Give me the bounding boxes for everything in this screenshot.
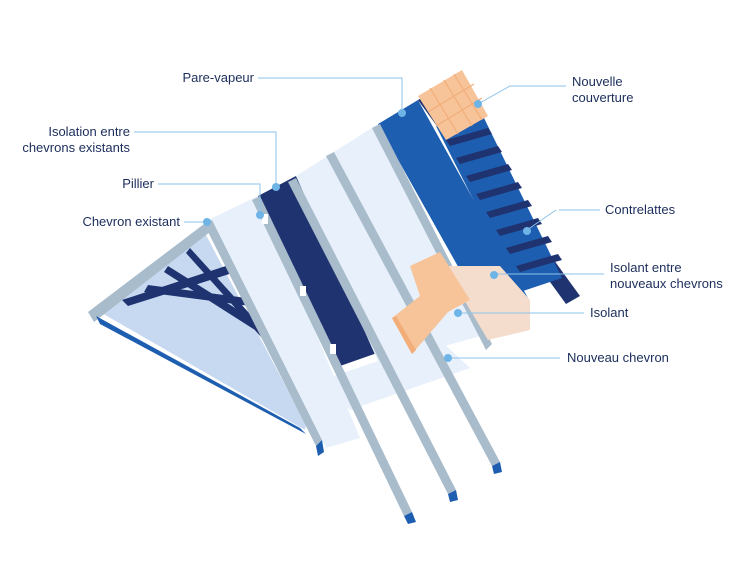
dot-pillier [256,211,264,219]
label-isolation-existants: Isolation entre chevrons existants [22,124,130,155]
lining-board-middle [296,152,430,366]
lining-board-lower [208,196,360,448]
gable-inner-panel [100,235,306,430]
insulation-between-new-rafters [444,266,530,340]
dot-nouvelle-couverture [474,100,482,108]
leader-dots [203,100,531,362]
insulation-board-side [392,316,416,354]
dot-pare-vapeur [398,109,406,117]
gable-top-edge [88,224,210,322]
dot-contrelattes [523,227,531,235]
label-isolant-entre: Isolant entre nouveaux chevrons [610,260,723,291]
label-pare-vapeur: Pare-vapeur [182,70,254,85]
label-contrelattes: Contrelattes [605,202,676,217]
dot-isolant [454,309,462,317]
counter-batten-slats [446,128,562,272]
dot-isolant-entre [490,271,498,279]
dot-nouveau-chevron [444,354,452,362]
existing-insulation-band [258,176,380,366]
label-nouveau-chevron: Nouveau chevron [567,350,669,365]
label-nouvelle-couverture: Nouvelle couverture [572,74,634,105]
label-chevron-existant: Chevron existant [82,214,180,229]
label-isolant: Isolant [590,305,629,320]
gable-bottom-edge [96,316,306,434]
dot-isolation-existants [272,183,280,191]
leader-lines [134,77,604,359]
label-pillier: Pillier [122,176,154,191]
pillar-marks [262,214,336,354]
dot-chevron-existant [203,218,211,226]
vapour-barrier [378,100,528,320]
insulation-board [392,252,470,354]
